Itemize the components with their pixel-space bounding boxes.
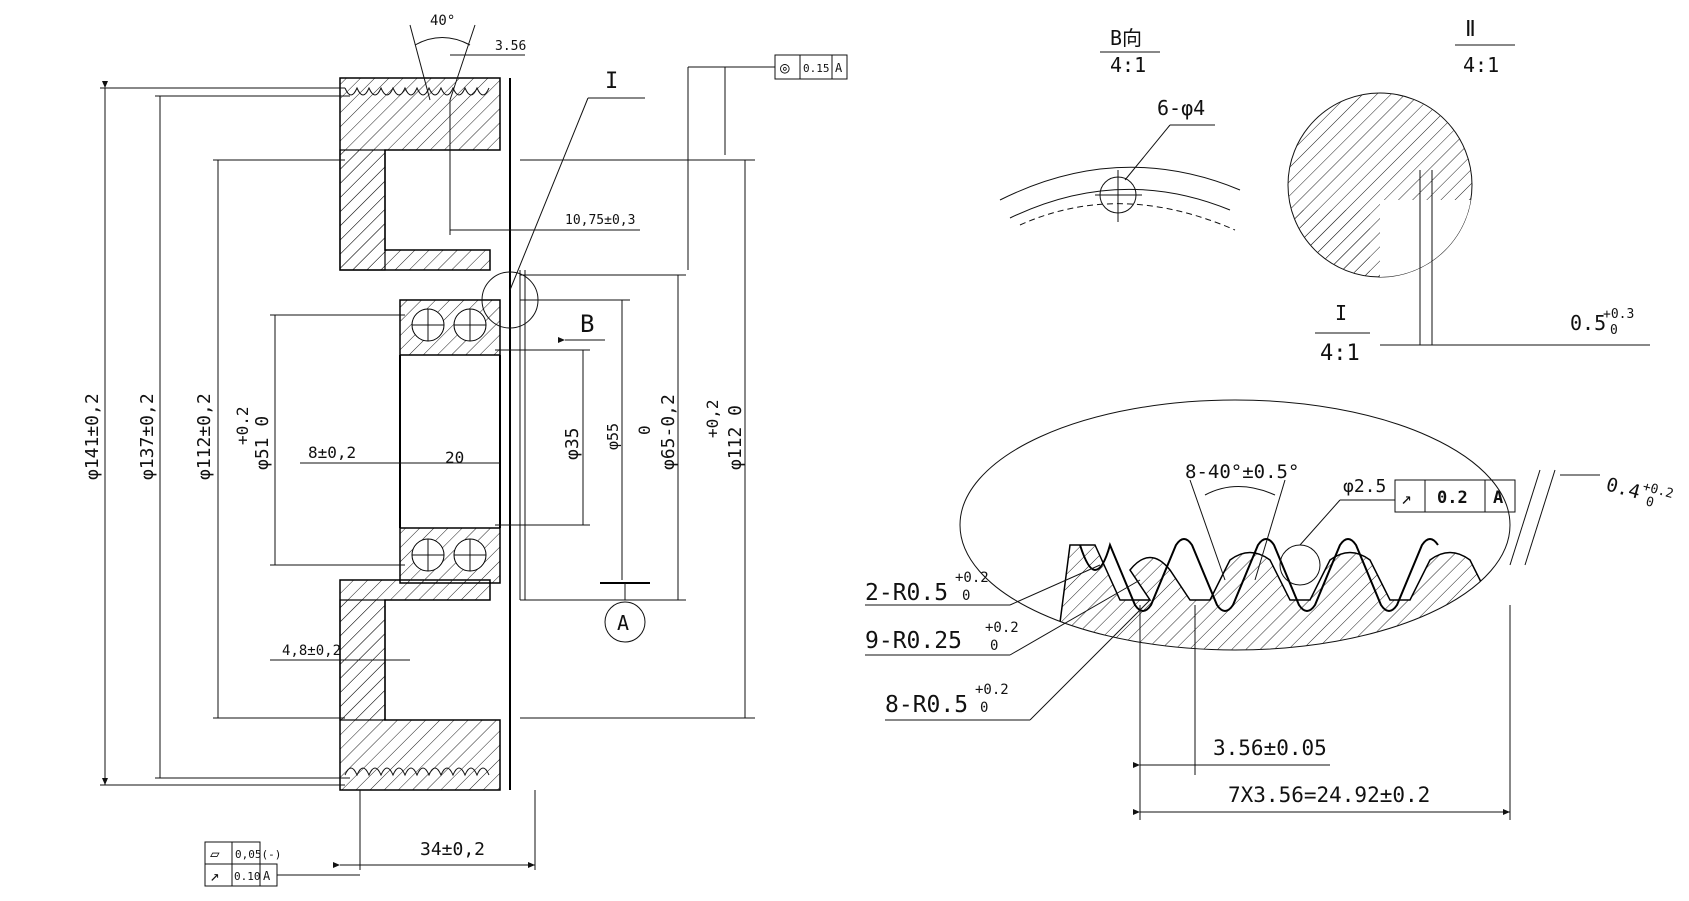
radius-2-tol-low: 0	[990, 638, 998, 654]
fcf-bottom: ▱ 0,05(-) ↗ 0.10 A	[204, 841, 360, 887]
svg-text:0,05(-): 0,05(-)	[235, 848, 281, 861]
pitch-label: 3.56±0.05	[1213, 736, 1327, 760]
radius-1-tol-up: +0.2	[955, 570, 989, 586]
svg-text:0.2: 0.2	[1437, 488, 1468, 508]
pulley-web-upper	[339, 149, 386, 271]
dim-angle-40: 40°	[430, 13, 455, 29]
dim-width-20: 20	[445, 448, 464, 467]
svg-text:↗: ↗	[1401, 488, 1412, 509]
dim-phi112-b: φ112 0	[725, 405, 746, 470]
svg-text:↗: ↗	[210, 866, 220, 885]
svg-text:▱: ▱	[210, 844, 220, 863]
svg-text:0.15: 0.15	[803, 62, 830, 75]
fcf-top: ◎ 0.15 A	[687, 54, 848, 270]
radius-1-tol-low: 0	[962, 588, 970, 604]
dim-phi51: φ51 0	[252, 416, 273, 470]
radius-1-label: 2-R0.5	[865, 580, 948, 606]
radius-2-label: 9-R0.25	[865, 628, 962, 654]
radius-2-tol-up: +0.2	[985, 620, 1019, 636]
dim-phi55: φ55	[604, 423, 622, 450]
view-b-scale: 4:1	[1110, 53, 1146, 77]
radius-3-label: 8-R0.5	[885, 692, 968, 718]
view-b: B向 4:1 6-φ4	[999, 26, 1241, 231]
groove-angle: 8-40°±0.5°	[1185, 461, 1299, 483]
dim-phi137: φ137±0,2	[137, 393, 158, 480]
view-i-scale: 4:1	[1320, 341, 1360, 366]
dim-phi141: φ141±0,2	[82, 393, 103, 480]
chamfer-label: 0.4	[1604, 474, 1643, 504]
section-b-label: B	[580, 310, 594, 338]
total-label: 7X3.56=24.92±0.2	[1228, 783, 1430, 807]
view-ii-dim: 0.5	[1570, 311, 1606, 335]
detail-i-label: I	[605, 69, 618, 94]
dim-width-8: 8±0,2	[308, 443, 356, 462]
holes-label: 6-φ4	[1157, 96, 1205, 120]
ball-label: φ2.5	[1343, 476, 1386, 497]
dim-phi51-tol: +0.2	[233, 406, 252, 445]
svg-text:A: A	[835, 61, 843, 75]
poly-v-grooves-bottom	[344, 767, 490, 777]
chamfer-tol-low: 0	[1644, 494, 1655, 511]
view-i-title: I	[1335, 301, 1347, 325]
view-i-fcf: ↗ 0.2 A	[1394, 479, 1516, 513]
dim-phi65-tol: 0	[635, 425, 654, 435]
view-ii-title: Ⅱ	[1465, 17, 1476, 42]
svg-text:A: A	[263, 869, 271, 883]
datum-a-label: A	[617, 611, 629, 635]
datum-a-circle	[604, 601, 646, 643]
radius-3-tol-low: 0	[980, 700, 988, 716]
svg-text:0.10: 0.10	[234, 870, 261, 883]
view-b-title: B向	[1110, 26, 1142, 50]
svg-text:A: A	[1493, 488, 1503, 508]
dim-phi65: φ65-0,2	[658, 394, 679, 470]
poly-v-grooves-top	[344, 86, 490, 96]
dim-4-8: 4,8±0,2	[282, 643, 341, 659]
main-section-view: I φ141±0,2 φ137±0,2 φ112±0,2 φ51 0 +0.2 …	[82, 13, 848, 887]
view-ii-tol-up: +0.3	[1603, 307, 1634, 322]
view-ii-scale: 4:1	[1463, 53, 1499, 77]
svg-text:◎: ◎	[780, 58, 790, 77]
dim-phi112-a: φ112±0,2	[194, 393, 215, 480]
view-i: I 4:1 8-40°±0.5° φ2.5 ↗ 0.2 A 0.4 +	[865, 301, 1675, 820]
dim-phi112-b-tol: +0,2	[703, 399, 722, 438]
view-ii-tol-low: 0	[1610, 323, 1618, 338]
view-ii: Ⅱ 4:1 0.5 +0.3 0	[1287, 17, 1650, 346]
radius-3-tol-up: +0.2	[975, 682, 1009, 698]
dim-10-75: 10,75±0,3	[565, 213, 635, 228]
dim-34: 34±0,2	[420, 839, 485, 860]
dim-pitch-3-56: 3.56	[495, 39, 526, 54]
ball-gauge	[1279, 544, 1321, 586]
dim-phi35: φ35	[562, 427, 583, 460]
